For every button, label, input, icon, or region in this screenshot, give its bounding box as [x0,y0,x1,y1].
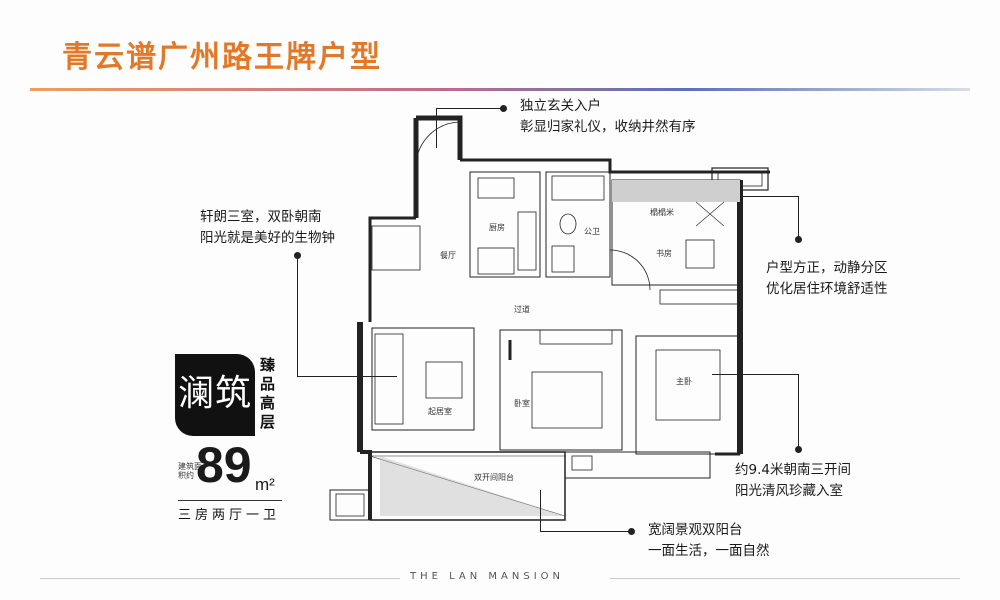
callout-balcony-line1: 宽阔景观双阳台 [648,522,743,538]
area-divider [178,500,282,501]
callout-layout-leader-h [740,196,798,197]
callout-layout-leader-v [798,196,799,238]
callout-layout-line1: 户型方正，动静分区 [766,260,888,276]
page-title: 青云谱广州路王牌户型 [62,40,382,75]
callout-balcony: 宽阔景观双阳台 一面生活，一面自然 [648,520,770,562]
callout-layout-line2: 优化居住环境舒适性 [766,281,888,297]
footer-text: THE LAN MANSION [410,571,565,582]
callout-master-line2: 阳光清风珍藏入室 [735,483,843,499]
room-labels: 厨房 餐厅 公卫 榻榻米 书房 过道 起居室 卧室 主卧 双开间阳台 [428,207,692,482]
callout-three-rooms-line1: 轩朗三室，双卧朝南 [200,209,322,225]
callout-balcony-dot [628,528,635,535]
callout-balcony-leader-h [540,531,630,532]
layout-type: 三房两厅一卫 [178,508,281,523]
room-living: 起居室 [428,406,452,416]
callout-master: 约9.4米朝南三开间 阳光清风珍藏入室 [735,460,851,502]
callout-entry-line2: 彰显归家礼仪，收纳井然有序 [520,119,696,135]
callout-three-rooms-line2: 阳光就是美好的生物钟 [200,230,335,246]
callout-master-leader-h [712,374,798,375]
footer-line-right [610,578,960,579]
footer-line-left [40,578,400,579]
callout-three-rooms: 轩朗三室，双卧朝南 阳光就是美好的生物钟 [200,207,335,249]
callout-three-rooms-leader-h [297,376,397,377]
title-divider [30,88,970,91]
room-master: 主卧 [676,376,692,386]
callout-entry-leader [436,108,502,109]
area-label: 建筑面积约 [178,462,202,480]
callout-master-dot [795,446,802,453]
callout-layout-dot [795,236,802,243]
callout-master-leader-v [798,374,799,448]
room-tatami: 榻榻米 [650,207,674,217]
brand-tagline: 臻品高层 [260,356,276,431]
callout-entry: 独立玄关入户 彰显归家礼仪，收纳井然有序 [520,96,696,138]
callout-balcony-line2: 一面生活，一面自然 [648,543,770,559]
callout-layout: 户型方正，动静分区 优化居住环境舒适性 [766,258,888,300]
area-value: 89 [196,437,252,493]
callout-entry-dot [500,105,507,112]
area-unit: m² [255,475,275,494]
room-bedroom: 卧室 [514,398,530,408]
room-corridor: 过道 [514,304,530,314]
callout-three-rooms-leader-v [297,256,298,376]
callout-three-rooms-dot [294,252,301,259]
room-bathroom: 公卫 [584,227,600,236]
callout-balcony-leader-v [540,490,541,532]
room-dining: 餐厅 [440,251,456,260]
room-study: 书房 [656,248,672,258]
callout-entry-line1: 独立玄关入户 [520,98,601,114]
room-balcony: 双开间阳台 [474,472,514,482]
room-kitchen: 厨房 [489,222,505,232]
brand-logo: 澜筑 [175,354,255,436]
callout-master-line1: 约9.4米朝南三开间 [735,462,851,478]
callout-entry-leader-v [436,108,437,148]
